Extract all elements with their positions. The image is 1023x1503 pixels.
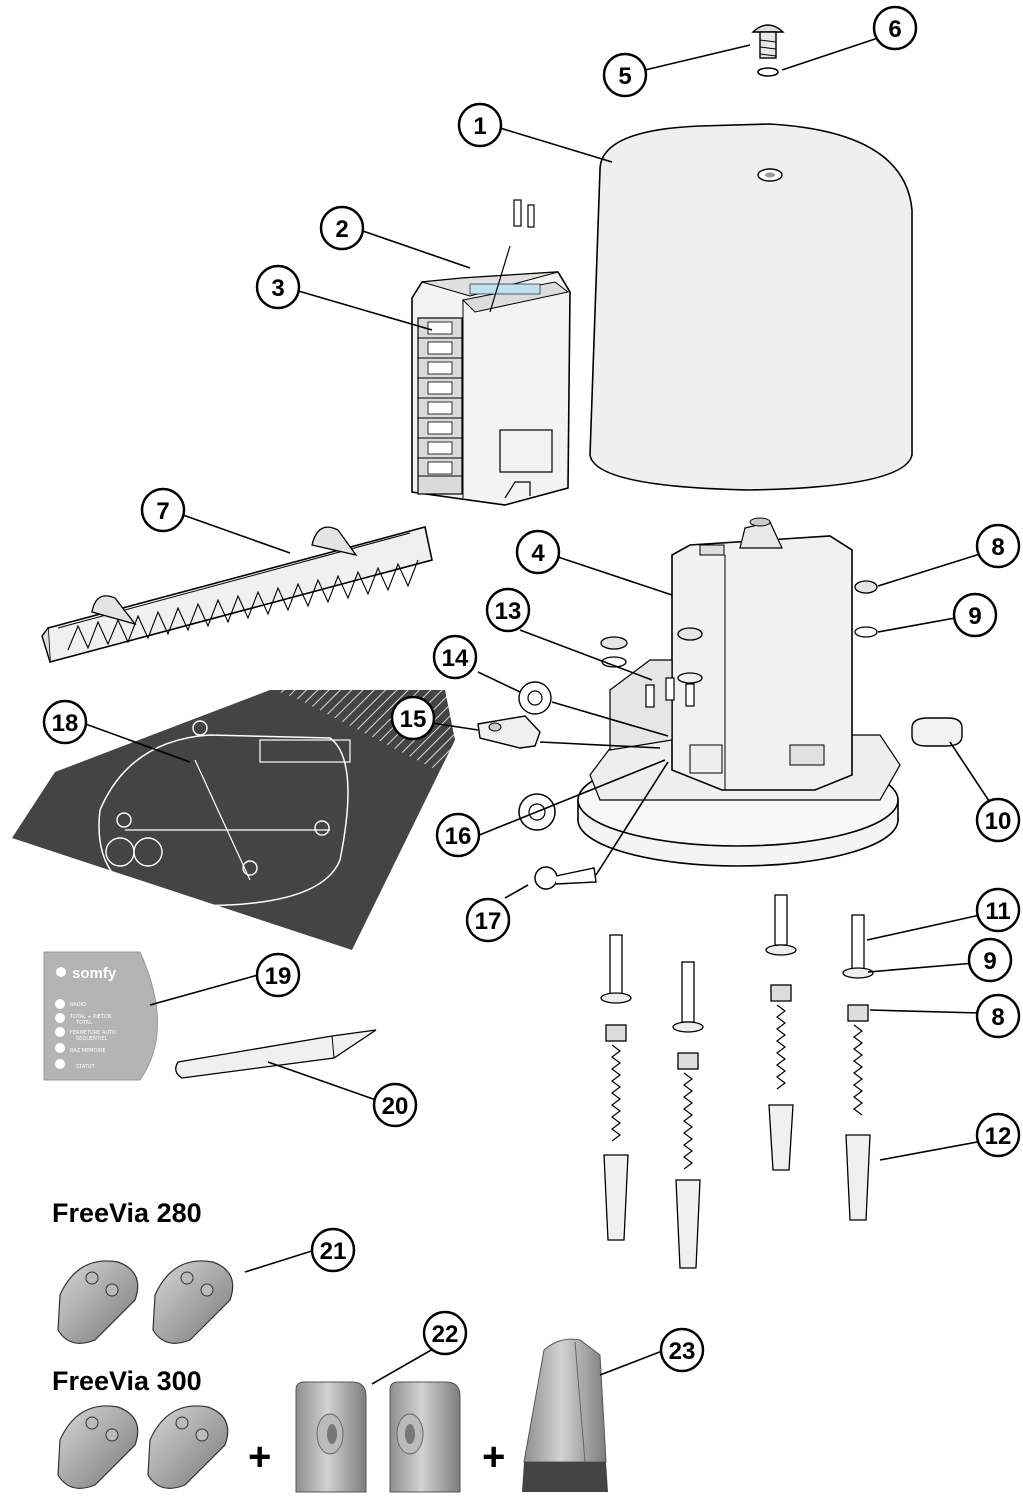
callout-14: 14 <box>432 634 478 680</box>
brand-logo-text: somfy <box>72 965 117 982</box>
callout-8b: 8 <box>975 993 1021 1039</box>
callout-16: 16 <box>435 812 481 858</box>
svg-text:5: 5 <box>618 63 631 90</box>
svg-text:9: 9 <box>968 603 981 630</box>
svg-text:4: 4 <box>531 540 545 567</box>
svg-text:2: 2 <box>335 216 348 243</box>
anchor-bolt-4 <box>842 914 874 1221</box>
plus-sign-2: + <box>482 1435 505 1479</box>
callout-21: 21 <box>310 1227 356 1273</box>
callout-15: 15 <box>390 695 436 741</box>
plus-sign-1: + <box>248 1435 271 1479</box>
panel-label-4: FERMETURE AUTO <box>70 1030 116 1036</box>
callout-9b: 9 <box>967 937 1013 983</box>
model-title-280: FreeVia 280 <box>52 1198 202 1228</box>
callout-17: 17 <box>465 897 511 943</box>
panel-label-2: TOTAL + PIETON <box>69 1014 112 1020</box>
callout-4: 4 <box>515 529 561 575</box>
callout-8a: 8 <box>975 523 1021 569</box>
callout-11: 11 <box>975 887 1021 933</box>
rack-part <box>41 526 433 664</box>
svg-text:20: 20 <box>382 1093 409 1120</box>
callout-22: 22 <box>422 1310 468 1356</box>
photocell-pair-part <box>295 1381 461 1493</box>
svg-text:10: 10 <box>985 808 1012 835</box>
svg-text:18: 18 <box>52 710 79 737</box>
anchor-bolt-1 <box>600 934 632 1241</box>
svg-text:1: 1 <box>473 113 486 140</box>
flashing-light-part <box>522 1338 608 1492</box>
floating-nuts <box>600 580 878 684</box>
callout-7: 7 <box>140 487 186 533</box>
callout-13: 13 <box>485 587 531 633</box>
cover-part <box>589 123 913 491</box>
callout-1: 1 <box>457 102 503 148</box>
callout-23: 23 <box>659 1327 705 1373</box>
svg-text:8: 8 <box>991 1004 1004 1031</box>
svg-text:22: 22 <box>432 1321 459 1348</box>
callout-5: 5 <box>602 52 648 98</box>
remote-control-pair-300 <box>57 1405 229 1489</box>
callout-10: 10 <box>975 797 1021 843</box>
motor-unit-part <box>577 517 901 867</box>
cover-screw-part <box>751 24 785 59</box>
svg-text:17: 17 <box>475 908 502 935</box>
callout-6: 6 <box>872 5 918 51</box>
svg-text:11: 11 <box>985 898 1010 925</box>
callout-12: 12 <box>975 1112 1021 1158</box>
panel-label-6: RAZ MEMOIRE <box>70 1048 106 1054</box>
panel-label-5: SEQUENTIEL <box>76 1036 108 1042</box>
callout-circles: 1 2 3 4 5 6 7 8 8 9 9 10 11 12 13 14 15 … <box>42 5 1021 1373</box>
control-unit-part <box>411 199 571 506</box>
small-hardware-parts <box>477 677 695 890</box>
callout-20: 20 <box>372 1082 418 1128</box>
callout-2: 2 <box>319 205 365 251</box>
anchor-bolt-2 <box>672 961 704 1269</box>
svg-text:13: 13 <box>495 598 522 625</box>
cable-gland-part <box>911 717 963 747</box>
svg-text:14: 14 <box>442 645 469 672</box>
anchor-bolt-3 <box>765 894 797 1171</box>
cover-washer-part <box>757 67 779 77</box>
leader-lines <box>79 37 996 1385</box>
svg-text:3: 3 <box>271 275 284 302</box>
svg-text:9: 9 <box>983 948 996 975</box>
control-panel-label: somfy RADIO TOTAL + PIETON TOTAL FERMETU… <box>43 951 158 1081</box>
svg-text:16: 16 <box>445 823 472 850</box>
callout-9a: 9 <box>952 592 998 638</box>
svg-text:6: 6 <box>888 16 901 43</box>
terminal-block <box>417 317 463 495</box>
svg-text:21: 21 <box>320 1238 347 1265</box>
stylus-part <box>175 1029 377 1079</box>
panel-label-7: STATUT <box>76 1064 96 1070</box>
panel-label-1: RADIO <box>70 1002 86 1008</box>
callout-18: 18 <box>42 699 88 745</box>
callout-3: 3 <box>255 264 301 310</box>
model-title-300: FreeVia 300 <box>52 1366 202 1396</box>
svg-text:8: 8 <box>991 534 1004 561</box>
svg-text:19: 19 <box>265 963 292 990</box>
svg-text:7: 7 <box>156 498 169 525</box>
remote-control-pair-280 <box>57 1260 234 1344</box>
svg-text:23: 23 <box>669 1338 696 1365</box>
svg-text:12: 12 <box>985 1123 1012 1150</box>
panel-label-3: TOTAL <box>75 1020 92 1026</box>
svg-text:15: 15 <box>400 706 427 733</box>
callout-19: 19 <box>255 952 301 998</box>
